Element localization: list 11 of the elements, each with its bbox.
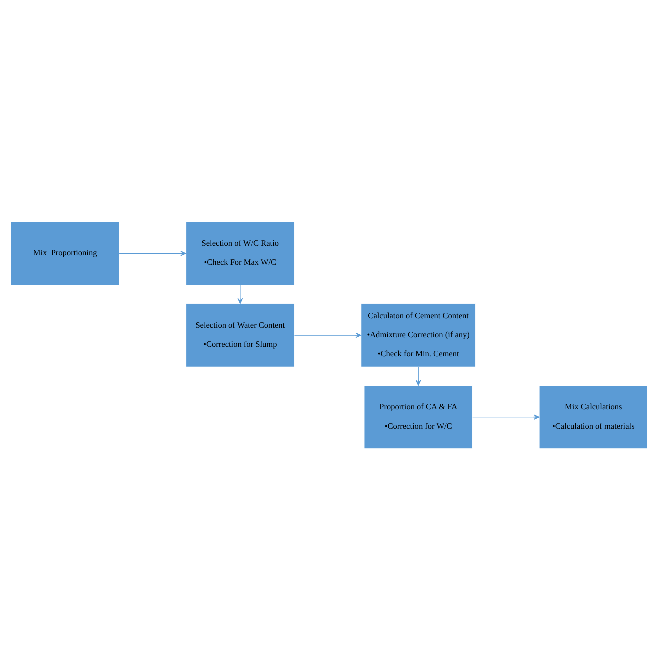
node-box: Proportion of CA & FA •Correction for W/C — [364, 385, 473, 450]
node-box: Mix Calculations •Calculation of materials — [539, 385, 648, 450]
node-box: Calculaton of Cement Content •Admixture Correction (if any) •Check for Min. Cement — [361, 304, 476, 368]
node-box: Mix Proportioning — [10, 222, 120, 286]
arrow — [416, 366, 422, 386]
arrow — [238, 285, 244, 304]
arrow — [119, 251, 186, 256]
node-box: Selection of Water Content •Correction for Slump — [186, 304, 295, 368]
arrow — [294, 332, 362, 338]
arrow — [472, 414, 540, 420]
node-box: Selection of W/C Ratio •Check For Max W/C — [186, 222, 295, 286]
